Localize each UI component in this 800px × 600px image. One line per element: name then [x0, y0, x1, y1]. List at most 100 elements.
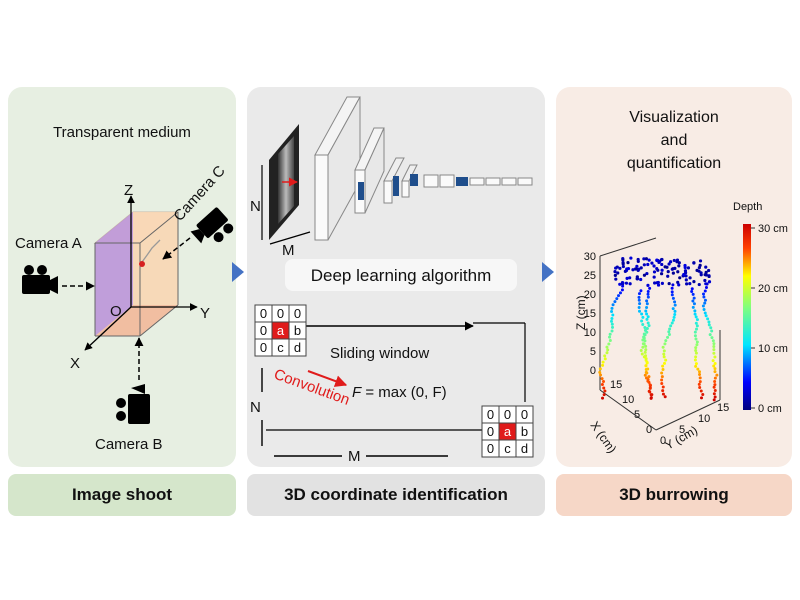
- burrow-point: [698, 259, 703, 263]
- burrow-point: [641, 342, 645, 346]
- transparent-medium-box: [93, 211, 180, 337]
- kernel-start-cell-text: 0: [260, 323, 267, 338]
- burrow-point: [645, 299, 649, 303]
- burrow-point: [609, 319, 613, 323]
- cnn-architecture: [269, 96, 533, 241]
- burrow-point: [645, 326, 649, 330]
- burrow-point: [688, 276, 692, 280]
- burrow-point: [608, 335, 612, 339]
- burrow-point: [715, 373, 719, 377]
- burrow-point: [699, 389, 703, 393]
- burrow-point: [693, 334, 697, 338]
- burrow-point: [701, 292, 705, 296]
- burrow-point: [661, 345, 665, 349]
- burrow-point: [601, 396, 605, 400]
- kernel-start-cell-text: b: [294, 323, 301, 338]
- burrow-point: [644, 309, 648, 313]
- burrow-point: [601, 363, 605, 367]
- burrow-point: [628, 276, 632, 280]
- burrow-point: [712, 385, 716, 389]
- burrow-point: [670, 286, 674, 290]
- burrow-point: [663, 265, 667, 269]
- burrow-point: [660, 382, 664, 386]
- kernel-end-cell-text: 0: [521, 407, 528, 422]
- burrow-point: [661, 367, 665, 371]
- burrow-point: [644, 370, 648, 374]
- burrow-point: [645, 312, 649, 316]
- burrow-point: [694, 315, 698, 319]
- burrow-point: [644, 376, 648, 380]
- burrow-point: [646, 367, 650, 371]
- burrow-point: [712, 351, 716, 355]
- burrow-point: [693, 309, 697, 313]
- burrow-point: [686, 266, 691, 270]
- burrow-point: [703, 311, 707, 315]
- burrow-point: [603, 354, 607, 358]
- burrow-point: [645, 305, 649, 309]
- flow-arrow-2: [542, 262, 554, 282]
- burrow-point: [639, 349, 643, 353]
- burrow-point: [661, 389, 665, 393]
- burrow-point: [677, 261, 681, 265]
- burrow-point: [637, 298, 641, 302]
- axes-3d: [84, 195, 198, 351]
- burrow-point: [666, 335, 670, 339]
- burrow-point: [646, 295, 650, 299]
- burrow-point: [602, 379, 606, 383]
- y-tick: 0: [660, 435, 666, 447]
- burrow-point: [648, 385, 652, 389]
- depth-colorbar: [743, 224, 751, 410]
- burrow-point: [611, 313, 615, 317]
- kernel-end-cell-text: 0: [487, 407, 494, 422]
- burrow-point: [703, 289, 707, 293]
- image-shoot-label: Image shoot: [8, 474, 236, 516]
- burrow-point: [659, 258, 663, 262]
- burrow-point: [641, 322, 645, 326]
- x-tick: 0: [646, 424, 652, 436]
- burrow-point: [647, 258, 651, 262]
- burrow-point: [694, 355, 698, 359]
- axis-y-label: Y: [200, 305, 210, 322]
- burrow-point: [656, 283, 661, 287]
- burrow-point: [684, 271, 688, 275]
- burrow-point: [700, 396, 704, 400]
- kernel-end-cell-text: 0: [487, 441, 494, 456]
- burrow-point: [702, 295, 706, 299]
- burrow-point: [691, 292, 695, 296]
- burrow-point: [657, 260, 661, 264]
- burrow-point: [710, 329, 714, 333]
- burrow-point: [652, 275, 656, 279]
- burrow-point: [709, 326, 713, 330]
- burrow-point: [643, 326, 647, 330]
- z-tick: 0: [590, 365, 596, 377]
- burrow-point: [694, 346, 698, 350]
- x-axis-label: X (cm): [588, 419, 620, 456]
- burrow-point: [646, 292, 650, 296]
- burrow-point: [684, 278, 688, 282]
- burrow-point: [598, 367, 602, 371]
- panel3-title-line1: Visualization: [629, 109, 719, 126]
- burrow-point: [707, 280, 712, 284]
- burrow-point: [605, 351, 609, 355]
- deep-learning-label: Deep learning algorithm: [311, 266, 492, 285]
- flow-arrow-1: [232, 262, 244, 282]
- burrow-point: [672, 258, 676, 263]
- burrow-point: [698, 385, 702, 389]
- burrow-point: [713, 379, 717, 383]
- burrow-point: [611, 303, 615, 307]
- burrow-point: [694, 337, 698, 341]
- burrow-point: [635, 277, 639, 281]
- burrow-point: [642, 263, 646, 267]
- burrow-point: [671, 307, 675, 311]
- burrow-point: [663, 395, 667, 399]
- coordinate-identification-label: 3D coordinate identification: [247, 474, 545, 516]
- kernel-start-cell-text: d: [294, 340, 301, 355]
- burrow-point: [703, 301, 707, 305]
- burrow-point: [671, 271, 675, 275]
- burrow-point: [707, 274, 711, 279]
- burrow-point: [678, 276, 682, 280]
- burrow-point: [712, 398, 716, 402]
- burrow-point: [650, 261, 654, 265]
- x-tick: 10: [622, 394, 634, 406]
